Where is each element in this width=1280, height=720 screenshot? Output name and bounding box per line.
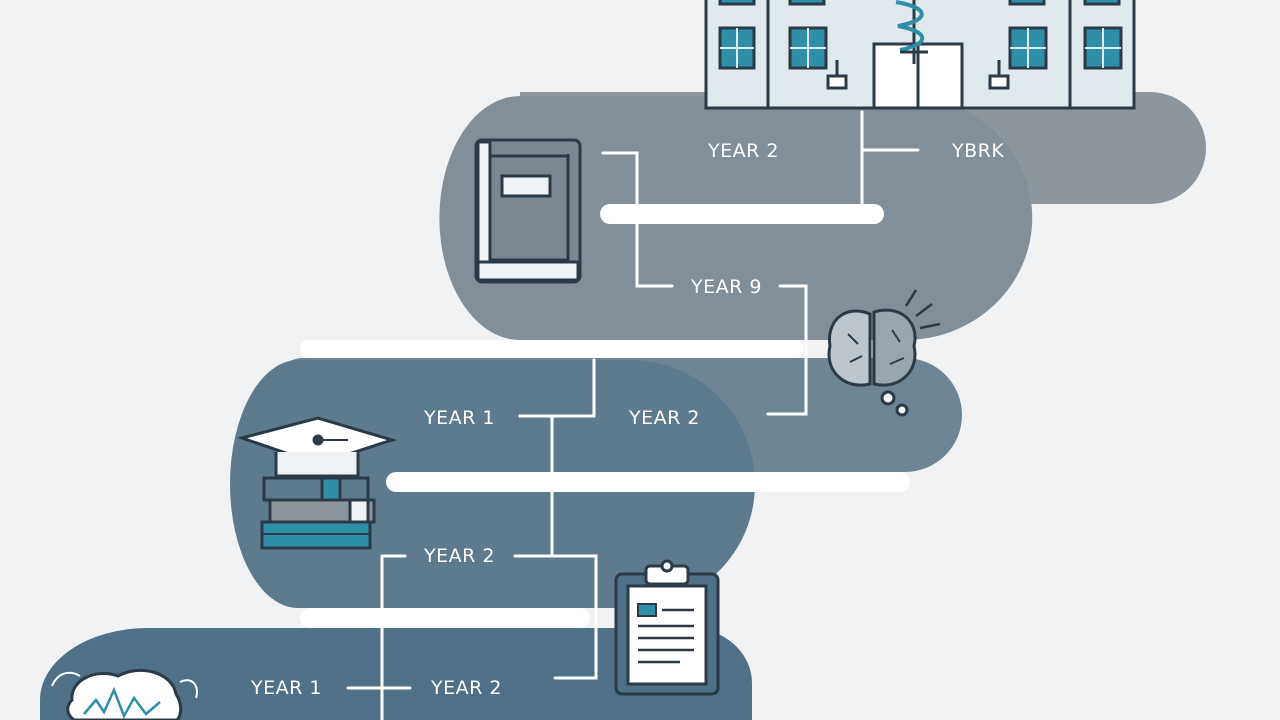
brain-scan-icon <box>51 668 198 720</box>
year-label-row3-right: YEAR 2 <box>628 407 700 429</box>
book-icon <box>474 138 582 284</box>
connector-row1 <box>860 110 920 206</box>
book-stack-icon <box>260 476 376 550</box>
graduation-cap-icon <box>236 416 398 478</box>
connector-lines <box>346 110 920 720</box>
clipboard-icon <box>614 559 720 696</box>
year-label-row5-right: YEAR 2 <box>430 677 502 699</box>
year-label-row5-left: YEAR 1 <box>250 677 322 699</box>
connector-row4 <box>380 490 598 720</box>
connector-row2b <box>766 284 808 416</box>
connector-row2 <box>601 151 674 288</box>
gap-4 <box>300 608 590 628</box>
gap-1 <box>600 204 884 224</box>
hospital-icon <box>704 0 1136 110</box>
year-label-row3-left: YEAR 1 <box>423 407 495 429</box>
gap-3 <box>386 472 910 492</box>
year-label-row1-right: YBRK <box>951 140 1004 162</box>
connector-row3 <box>518 358 596 474</box>
band-gaps <box>300 204 910 628</box>
caduceus-icon <box>895 0 928 64</box>
year-label-row2: YEAR 9 <box>690 276 762 298</box>
gap-2 <box>300 340 804 358</box>
year-label-row4: YEAR 2 <box>423 545 495 567</box>
year-label-row1-left: YEAR 2 <box>707 140 779 162</box>
timeline-band-5 <box>40 627 752 720</box>
brain-icon <box>827 289 941 417</box>
